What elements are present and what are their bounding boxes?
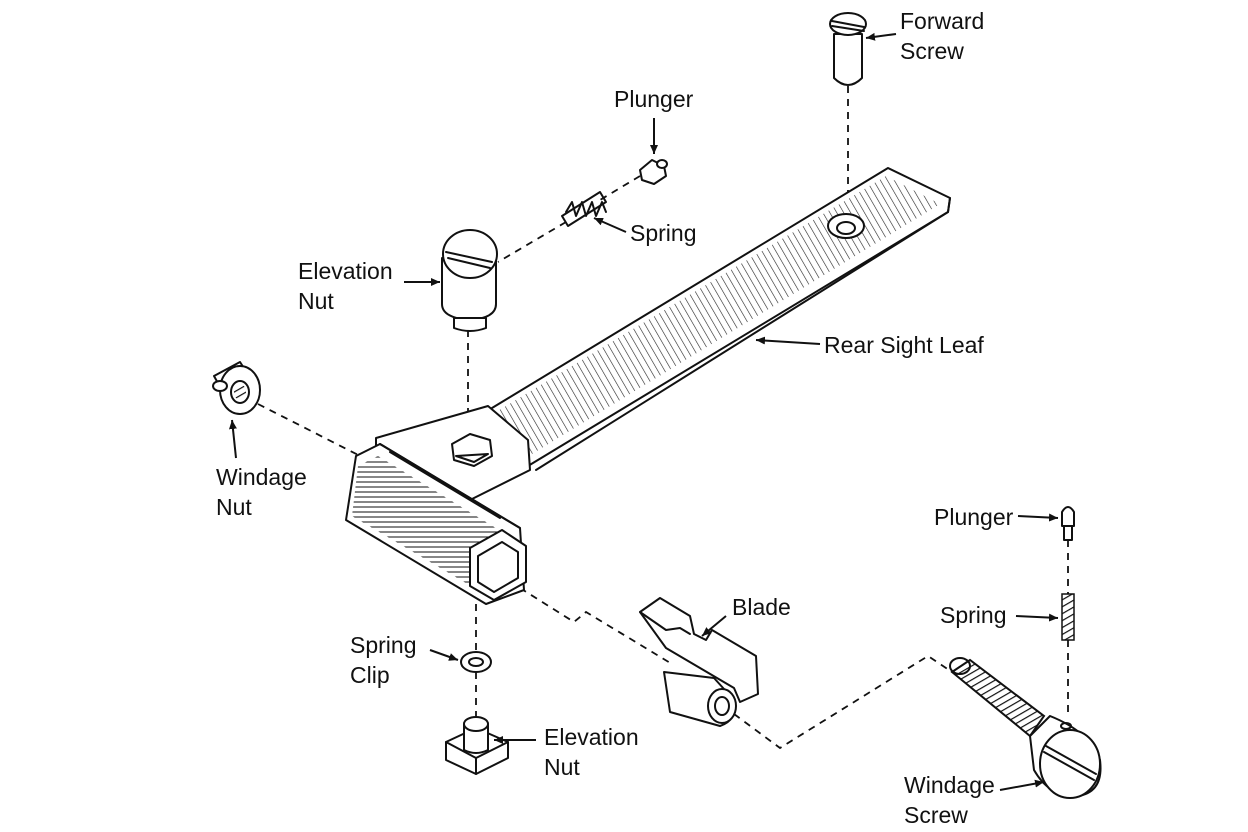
label-spring-clip: Spring Clip <box>350 632 417 688</box>
plunger-right-part <box>1061 506 1075 541</box>
label-forward-screw: Forward Screw <box>900 8 985 64</box>
blade-axis <box>519 587 673 665</box>
sight-base-part <box>345 405 531 605</box>
label-blade: Blade <box>732 594 791 620</box>
windage-nut-axis <box>257 403 373 463</box>
plunger-spring-axis <box>599 175 641 201</box>
label-elevation-nut-bottom: Elevation Nut <box>544 724 639 780</box>
windage-screw-part <box>949 657 1102 799</box>
label-windage-nut: Windage Nut <box>216 464 307 520</box>
label-spring-right: Spring <box>940 602 1007 628</box>
spring-right-part <box>1061 593 1075 641</box>
label-plunger-top: Plunger <box>614 86 694 112</box>
elevation-nut-bottom-part <box>445 716 509 775</box>
label-rear-sight-leaf: Rear Sight Leaf <box>824 332 984 358</box>
windage-nut-part <box>212 361 261 415</box>
forward-screw-part <box>829 12 867 86</box>
label-elevation-nut-top: Elevation Nut <box>298 258 393 314</box>
leader-arrows <box>228 32 1059 791</box>
spring-top-part <box>561 191 607 227</box>
label-windage-screw: Windage Screw <box>904 772 995 828</box>
spring-nut-axis <box>497 221 567 263</box>
label-spring-top: Spring <box>630 220 697 246</box>
elevation-nut-top-part <box>441 229 498 332</box>
rear-sight-leaf-part <box>451 167 951 497</box>
windage-screw-axis <box>733 654 953 750</box>
label-plunger-right: Plunger <box>934 504 1014 530</box>
blade-part <box>639 597 759 727</box>
plunger-top-part <box>639 159 668 185</box>
spring-clip-part <box>460 651 492 673</box>
